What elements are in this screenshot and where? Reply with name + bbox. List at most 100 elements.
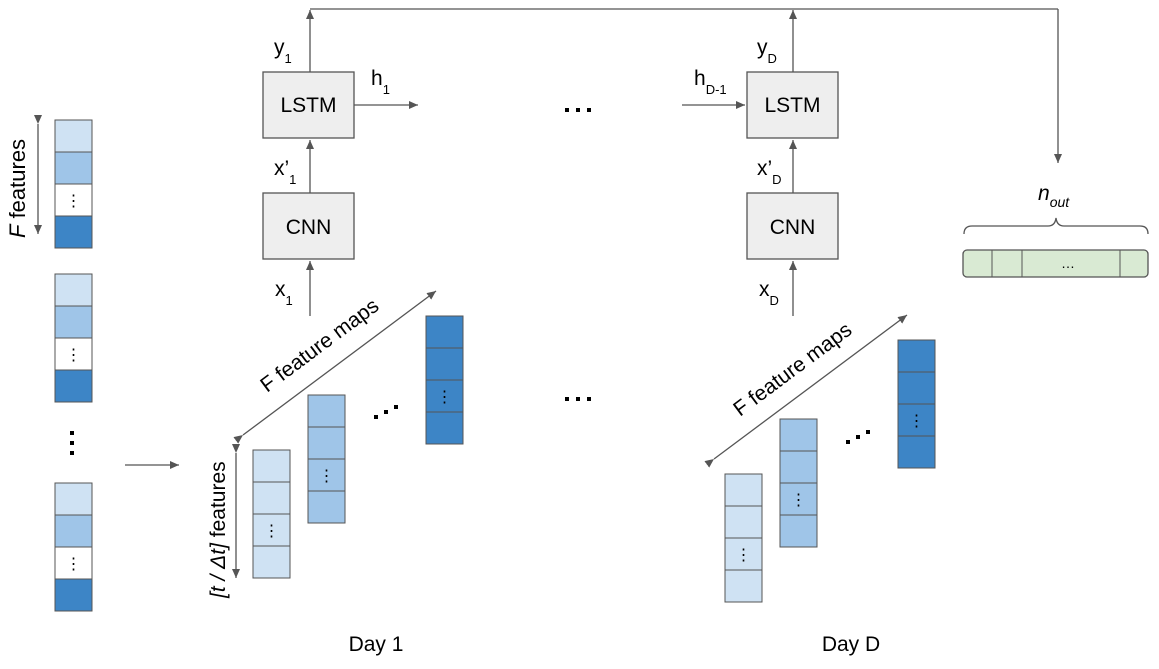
dayD-y-label: y bbox=[757, 36, 768, 59]
day1-column: y1 LSTM h1 x’1 CNN x1 F feature maps [t … bbox=[207, 10, 464, 656]
output-brace bbox=[963, 217, 1149, 235]
stack-cell bbox=[897, 339, 936, 373]
left-feature-stack: ⋮ bbox=[54, 273, 93, 403]
stack-vdots: ⋮ bbox=[66, 556, 82, 573]
svg-text:h1: h1 bbox=[371, 67, 390, 97]
stack-cell bbox=[252, 481, 291, 515]
day1-map-stack-light: ⋮ bbox=[252, 449, 291, 579]
stack-cell bbox=[779, 418, 818, 452]
svg-text:F features: F features bbox=[5, 139, 30, 238]
output-feedback-line bbox=[310, 8, 1062, 163]
dayD-xp-label: x’ bbox=[757, 157, 772, 180]
dayD-cnn-box bbox=[746, 192, 839, 260]
stack-cell bbox=[54, 305, 93, 339]
stack-vdots: ⋮ bbox=[909, 413, 925, 430]
day1-y-label: y bbox=[274, 36, 285, 59]
stack-vdots: ⋮ bbox=[791, 492, 807, 509]
stack-cell bbox=[307, 458, 346, 492]
output-ellipsis: … bbox=[1061, 255, 1075, 271]
day1-cnn-box bbox=[262, 192, 355, 260]
dayD-x-label: x bbox=[759, 278, 770, 301]
stack-cell bbox=[724, 505, 763, 539]
stack-cell bbox=[307, 426, 346, 460]
output-n-label: n bbox=[1038, 182, 1050, 205]
day1-y-sub: 1 bbox=[285, 51, 292, 66]
dayD-maps-ellipsis bbox=[846, 430, 870, 444]
stack-cell bbox=[897, 403, 936, 437]
dayD-cnn-label: CNN bbox=[770, 216, 816, 239]
stack-vdots: ⋮ bbox=[66, 193, 82, 210]
stack-cell bbox=[54, 151, 93, 185]
output-vector bbox=[962, 249, 1149, 278]
left-input-stacks: ⋮ ⋮ ⋮ bbox=[54, 119, 93, 612]
day1-time-features-text: features bbox=[207, 461, 230, 543]
f-features-label: F features bbox=[5, 115, 42, 238]
stack-vdots: ⋮ bbox=[736, 547, 752, 564]
stack-cell bbox=[425, 411, 464, 445]
dayD-xp-sub: D bbox=[772, 172, 781, 187]
svg-text:x’D: x’D bbox=[757, 157, 782, 187]
dayD-map-stack-dark: ⋮ bbox=[897, 339, 936, 469]
stack-vdots: ⋮ bbox=[264, 523, 280, 540]
stack-vdots: ⋮ bbox=[319, 468, 335, 485]
stack-cell bbox=[779, 482, 818, 516]
stack-cell bbox=[54, 273, 93, 307]
middle-ellipsis-top bbox=[565, 108, 591, 112]
f-features-italic: F bbox=[5, 223, 30, 238]
middle-ellipsis-bottom bbox=[565, 397, 591, 401]
day1-map-stack-dark: ⋮ bbox=[425, 315, 464, 445]
stack-cell bbox=[425, 315, 464, 349]
day1-h-label: h bbox=[371, 67, 383, 90]
svg-text:[t / Δt] features: [t / Δt] features bbox=[207, 461, 230, 599]
dayD-feature-maps-label: F feature maps bbox=[729, 318, 856, 421]
left-feature-stack: ⋮ bbox=[54, 119, 93, 249]
day1-x-label: x bbox=[275, 278, 286, 301]
stack-cell bbox=[307, 490, 346, 524]
svg-text:xD: xD bbox=[759, 278, 779, 308]
stack-cell bbox=[252, 545, 291, 579]
stack-cell bbox=[54, 183, 93, 217]
dayD-feature-map-stacks: ⋮ ⋮ ⋮ bbox=[724, 339, 936, 603]
day1-xp-sub: 1 bbox=[289, 172, 296, 187]
day1-lstm-label: LSTM bbox=[280, 94, 336, 117]
day1-map-stack-mid: ⋮ bbox=[307, 394, 346, 524]
f-features-text: features bbox=[5, 139, 30, 225]
stack-cell bbox=[54, 578, 93, 612]
day1-cnn-label: CNN bbox=[286, 216, 332, 239]
dayD-map-stack-mid: ⋮ bbox=[779, 418, 818, 548]
day1-xp-label: x’ bbox=[274, 157, 289, 180]
stack-cell bbox=[54, 482, 93, 516]
stack-cell bbox=[54, 337, 93, 371]
dayD-y-sub: D bbox=[768, 51, 777, 66]
stack-cell bbox=[425, 379, 464, 413]
stack-cell bbox=[724, 473, 763, 507]
dayD-x-sub: D bbox=[770, 293, 779, 308]
left-feature-stack: ⋮ bbox=[54, 482, 93, 612]
svg-text:y1: y1 bbox=[274, 36, 292, 66]
dayD-lstm-label: LSTM bbox=[764, 94, 820, 117]
stack-cell bbox=[724, 569, 763, 603]
day1-feature-map-stacks: ⋮ ⋮ ⋮ bbox=[252, 315, 464, 579]
day1-label: Day 1 bbox=[349, 633, 404, 656]
left-vertical-ellipsis bbox=[70, 431, 74, 455]
svg-text:x1: x1 bbox=[275, 278, 293, 308]
dayD-column: yD LSTM hD-1 x’D CNN xD F feature maps ⋮… bbox=[682, 10, 936, 656]
stack-cell bbox=[252, 513, 291, 547]
stack-cell bbox=[779, 514, 818, 548]
dayD-map-stack-light: ⋮ bbox=[724, 473, 763, 603]
dayD-lstm-box bbox=[746, 71, 839, 139]
stack-cell bbox=[54, 514, 93, 548]
output-block: nout … bbox=[962, 182, 1149, 278]
day1-maps-ellipsis bbox=[374, 405, 398, 419]
svg-text:yD: yD bbox=[757, 36, 777, 66]
stack-cell bbox=[897, 435, 936, 469]
dayD-label: Day D bbox=[822, 633, 880, 656]
stack-vdots: ⋮ bbox=[66, 347, 82, 364]
svg-text:nout: nout bbox=[1038, 182, 1070, 210]
dayD-h-sub: D-1 bbox=[706, 82, 727, 97]
stack-vdots: ⋮ bbox=[437, 389, 453, 406]
output-n-sub: out bbox=[1050, 194, 1071, 210]
day1-x-sub: 1 bbox=[286, 293, 293, 308]
stack-cell bbox=[54, 215, 93, 249]
